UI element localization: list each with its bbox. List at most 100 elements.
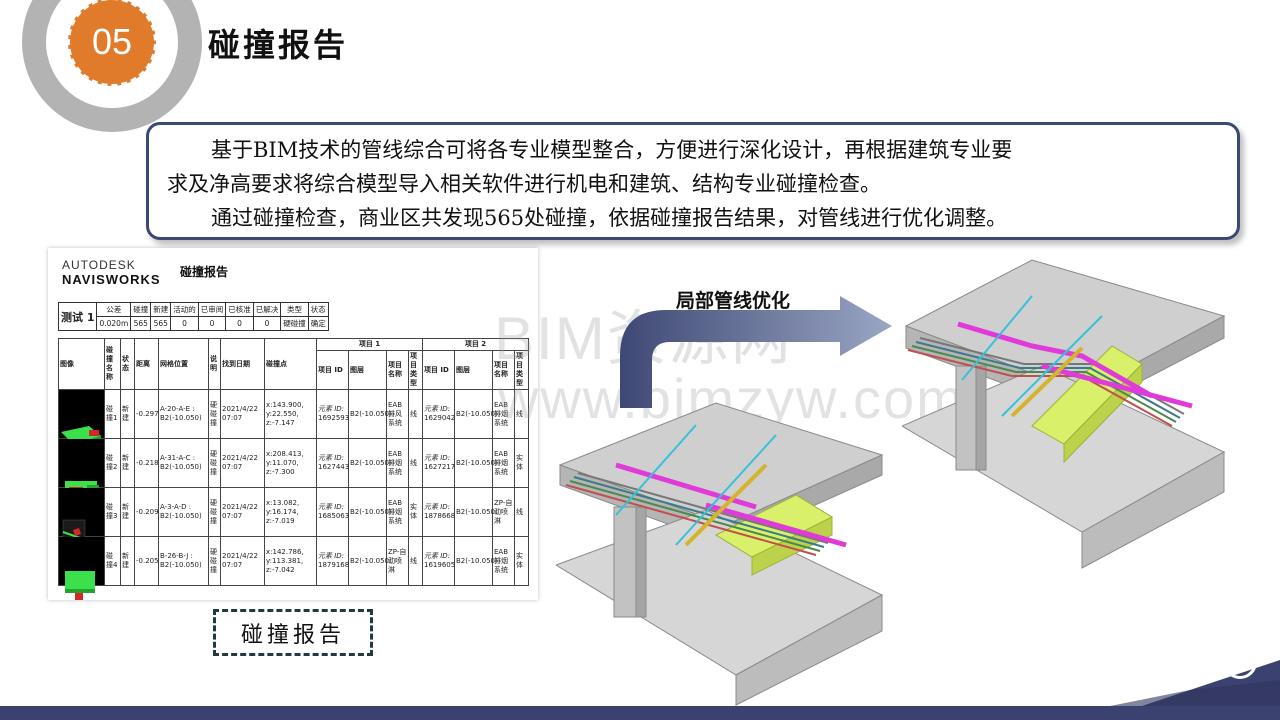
item-id-value: 1692593 [318, 414, 350, 422]
item-name: EAB排烟系统 [492, 438, 515, 488]
clash-grid: A-31-A-C : B2(-10.050) [158, 438, 209, 488]
clash-date: 2021/4/22 07:07 [220, 536, 265, 586]
model-column [613, 506, 637, 618]
clash-status: 新建 [120, 389, 135, 439]
summary-value: 确定 [307, 316, 329, 331]
model-pipe-cyan [961, 295, 1033, 381]
item-id: 元素 ID: 1685063 [316, 487, 350, 537]
intro-line-3: 通过碰撞检查，商业区共发现565处碰撞，依据碰撞报告结果，对管线进行优化调整。 [211, 206, 1008, 230]
item-id-label: 元素 ID: [318, 454, 345, 462]
navisworks-logo: NAVISWORKS [62, 272, 161, 287]
item-id-label: 元素 ID: [424, 552, 451, 560]
footer-bar [0, 706, 1280, 720]
report-caption: 碰撞报告 [213, 609, 373, 656]
summary-header: 活动的 [170, 302, 199, 317]
item-id-value: 1629042 [424, 414, 456, 422]
autodesk-logo: AUTODESK [62, 258, 136, 272]
item-type: 线 [514, 487, 529, 537]
clash-thumbnail [58, 487, 105, 547]
table-row: 碰撞3 新建 -0.209 A-3-A-D : B2(-10.050) 硬碰撞 … [58, 487, 529, 547]
item-id-label: 元素 ID: [318, 405, 345, 413]
item-id-label: 元素 ID: [424, 405, 451, 413]
clash-desc: 硬碰撞 [208, 536, 221, 586]
pipeline-model-after [902, 259, 1226, 569]
item-id-value: 1619605 [424, 561, 456, 569]
item-id-value: 1685063 [318, 512, 350, 520]
model-pipe-green [911, 345, 1177, 423]
model-column-side [975, 365, 987, 471]
item-id: 元素 ID: 1878668 [422, 487, 456, 537]
item-id: 元素 ID: 1879168 [316, 536, 350, 586]
item-name: ZP-自动喷淋 [386, 536, 409, 586]
model-pipe-red [565, 484, 817, 556]
model-pipe-cyan [615, 424, 697, 516]
model-column [955, 365, 977, 471]
summary-header: 已核准 [225, 302, 254, 317]
item-type: 线 [408, 536, 423, 586]
model-floor-side [735, 594, 883, 706]
summary-header: 类型 [280, 302, 309, 317]
model-pipe-yellow [684, 463, 768, 547]
item-id: 元素 ID: 1627443 [316, 438, 350, 488]
model-column-side [635, 506, 647, 618]
item-id-value: 1627443 [318, 463, 350, 471]
item-id-label: 元素 ID: [424, 503, 451, 511]
summary-header: 已审阅 [197, 302, 227, 317]
clash-report-image: AUTODESK NAVISWORKS 碰撞报告 测试 1 公差 碰撞 新建 活… [48, 248, 538, 600]
clash-distance: -0.209 [134, 487, 159, 537]
item-id-value: 1878668 [424, 512, 456, 520]
item-type: 线 [408, 389, 423, 439]
col-distance: 距离 [134, 338, 159, 390]
model-pipe-red [907, 349, 1173, 427]
intro-box: 基于BIM技术的管线综合可将各专业模型整合，方便进行深化设计，再根据建筑专业要 … [146, 122, 1240, 240]
item-type: 线 [408, 438, 423, 488]
model-pipe-grey [577, 472, 829, 544]
summary-value: 0 [225, 316, 254, 331]
model-floor-side [1081, 451, 1225, 569]
summary-header: 状态 [307, 302, 329, 317]
item-type: 实体 [408, 487, 423, 537]
clash-point: x:208.413, y:11.070, z:-7.300 [264, 438, 317, 488]
model-pipe-magenta-2 [705, 502, 847, 548]
item-name: ZP-自动喷淋 [492, 487, 515, 537]
clash-thumbnail [58, 438, 105, 497]
item-id-value: 1879168 [318, 561, 350, 569]
item-id-label: 元素 ID: [424, 454, 451, 462]
summary-value: 硬碰撞 [280, 316, 309, 331]
summary-header: 新建 [150, 302, 172, 317]
summary-header: 碰撞 [130, 302, 152, 317]
clash-desc: 硬碰撞 [208, 487, 221, 537]
model-duct-green-side [751, 516, 833, 576]
arrow-label: 局部管线优化 [676, 290, 791, 312]
model-pipe-magenta [957, 321, 1154, 399]
clash-distance: -0.205 [134, 536, 159, 586]
col-item-id: 项目 ID [422, 350, 455, 390]
item-name: EAB排烟系统 [386, 487, 409, 537]
clash-point: x:13.082, y:16.174, z:-7.019 [264, 487, 317, 537]
summary-value: 0 [170, 316, 199, 331]
summary-value: 565 [130, 316, 152, 331]
pipeline-model-before [556, 402, 884, 706]
item-id: 元素 ID: 1619605 [422, 536, 456, 586]
item-name: EAB排风系统 [386, 389, 409, 439]
col-name: 碰撞名称 [104, 338, 121, 390]
item-name: EAB排烟系统 [492, 536, 515, 586]
clash-thumbnail [58, 389, 105, 450]
item-layer: B2(-10.050) [348, 389, 392, 439]
table-row: 碰撞1 新建 -0.297 A-20-A-E : B2(-10.050) 硬碰撞… [58, 389, 529, 450]
clash-status: 新建 [120, 487, 135, 537]
col-point: 碰撞点 [264, 338, 317, 390]
clash-thumbnail [58, 536, 105, 600]
item-type: 实体 [514, 438, 529, 488]
col-desc: 说明 [208, 338, 221, 390]
clash-status: 新建 [120, 438, 135, 488]
model-pipe-green [569, 480, 821, 552]
item-layer: B2(-10.050) [454, 536, 498, 586]
item-id-label: 元素 ID: [318, 503, 345, 511]
col-item-name: 项目名称 [386, 350, 409, 390]
item-id: 元素 ID: 1629042 [422, 389, 456, 439]
col-item-id: 项目 ID [316, 350, 349, 390]
clash-point: x:143.900, y:22.550, z:-7.147 [264, 389, 317, 439]
col-layer: 图层 [454, 350, 493, 390]
col-item-type: 项目类型 [408, 350, 423, 390]
